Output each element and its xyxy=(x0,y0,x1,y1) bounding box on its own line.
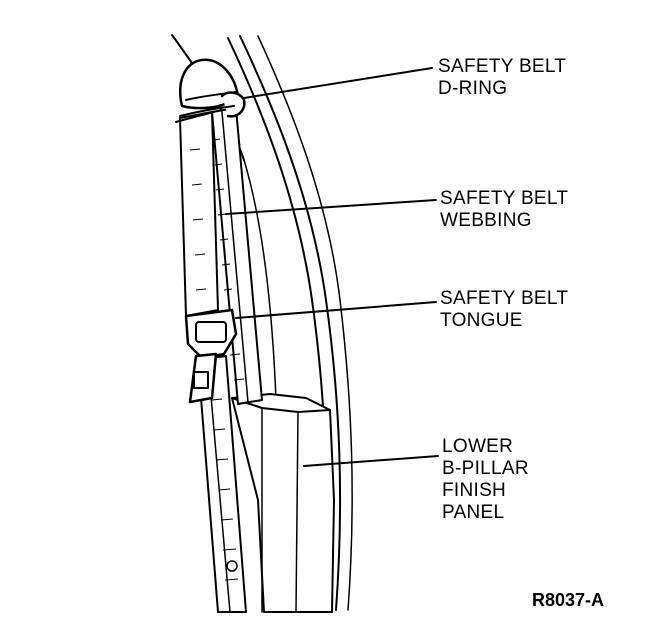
label-webbing-line2: WEBBING xyxy=(440,210,532,231)
belt-tongue xyxy=(184,308,238,404)
label-panel-line1: LOWER xyxy=(442,436,513,457)
label-d-ring: SAFETY BELT D-RING xyxy=(438,56,572,99)
label-tongue-line2: TONGUE xyxy=(440,310,523,331)
lower-b-pillar-panel xyxy=(231,393,335,613)
label-tongue-line1: SAFETY BELT xyxy=(440,288,568,309)
label-panel-line4: PANEL xyxy=(442,502,504,523)
belt-webbing xyxy=(179,107,263,613)
leader-tongue xyxy=(235,301,437,319)
label-panel: LOWER B-PILLAR FINISH PANEL xyxy=(442,436,534,523)
leader-webbing xyxy=(225,199,437,215)
label-webbing-line1: SAFETY BELT xyxy=(440,188,568,209)
label-panel-line2: B-PILLAR xyxy=(442,458,529,479)
leader-lines xyxy=(225,67,439,467)
label-panel-line3: FINISH xyxy=(442,480,506,501)
figure-id: R8037-A xyxy=(532,590,604,610)
leader-panel xyxy=(303,455,439,467)
label-webbing: SAFETY BELT WEBBING xyxy=(440,188,574,231)
label-d-ring-line2: D-RING xyxy=(438,78,507,99)
label-d-ring-line1: SAFETY BELT xyxy=(438,56,566,77)
label-tongue: SAFETY BELT TONGUE xyxy=(440,288,574,331)
d-ring xyxy=(175,58,246,123)
leader-d-ring xyxy=(243,67,433,99)
